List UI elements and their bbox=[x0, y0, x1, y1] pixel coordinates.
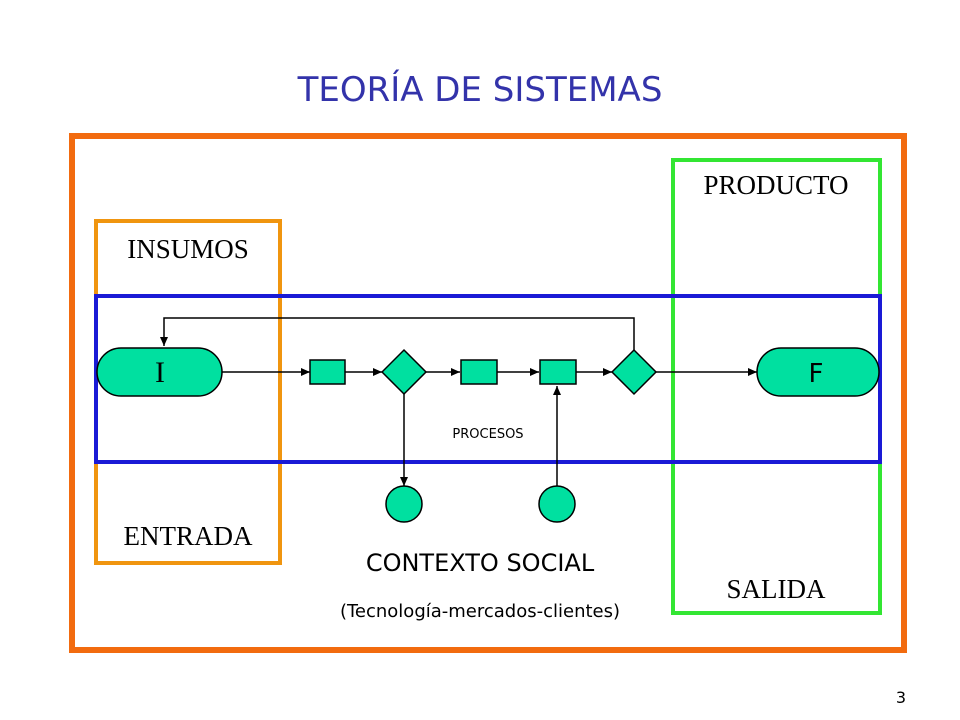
start-terminator bbox=[96, 347, 223, 397]
context-connector bbox=[538, 485, 576, 523]
page-title: TEORÍA DE SISTEMAS bbox=[297, 70, 663, 110]
feedback-arrow bbox=[160, 317, 635, 350]
start-label: I bbox=[155, 356, 165, 389]
process-box bbox=[309, 359, 346, 385]
process-box bbox=[539, 359, 577, 385]
salida-label: SALIDA bbox=[727, 574, 826, 604]
context-sublabel: (Tecnología-mercados-clientes) bbox=[340, 601, 620, 622]
context-connector bbox=[385, 485, 423, 523]
entrada-label: ENTRADA bbox=[124, 521, 253, 551]
end-terminator bbox=[756, 347, 880, 397]
process-box bbox=[460, 359, 498, 385]
decision-diamond bbox=[380, 348, 428, 396]
producto-label: PRODUCTO bbox=[703, 170, 848, 200]
process-frame bbox=[94, 294, 882, 464]
environment-frame bbox=[69, 133, 907, 653]
insumos-label: INSUMOS bbox=[127, 234, 249, 264]
end-label: F bbox=[809, 359, 824, 389]
context-label: CONTEXTO SOCIAL bbox=[366, 549, 595, 577]
procesos-label: PROCESOS bbox=[452, 427, 523, 442]
decision-diamond bbox=[610, 348, 658, 396]
page-number: 3 bbox=[895, 688, 906, 707]
